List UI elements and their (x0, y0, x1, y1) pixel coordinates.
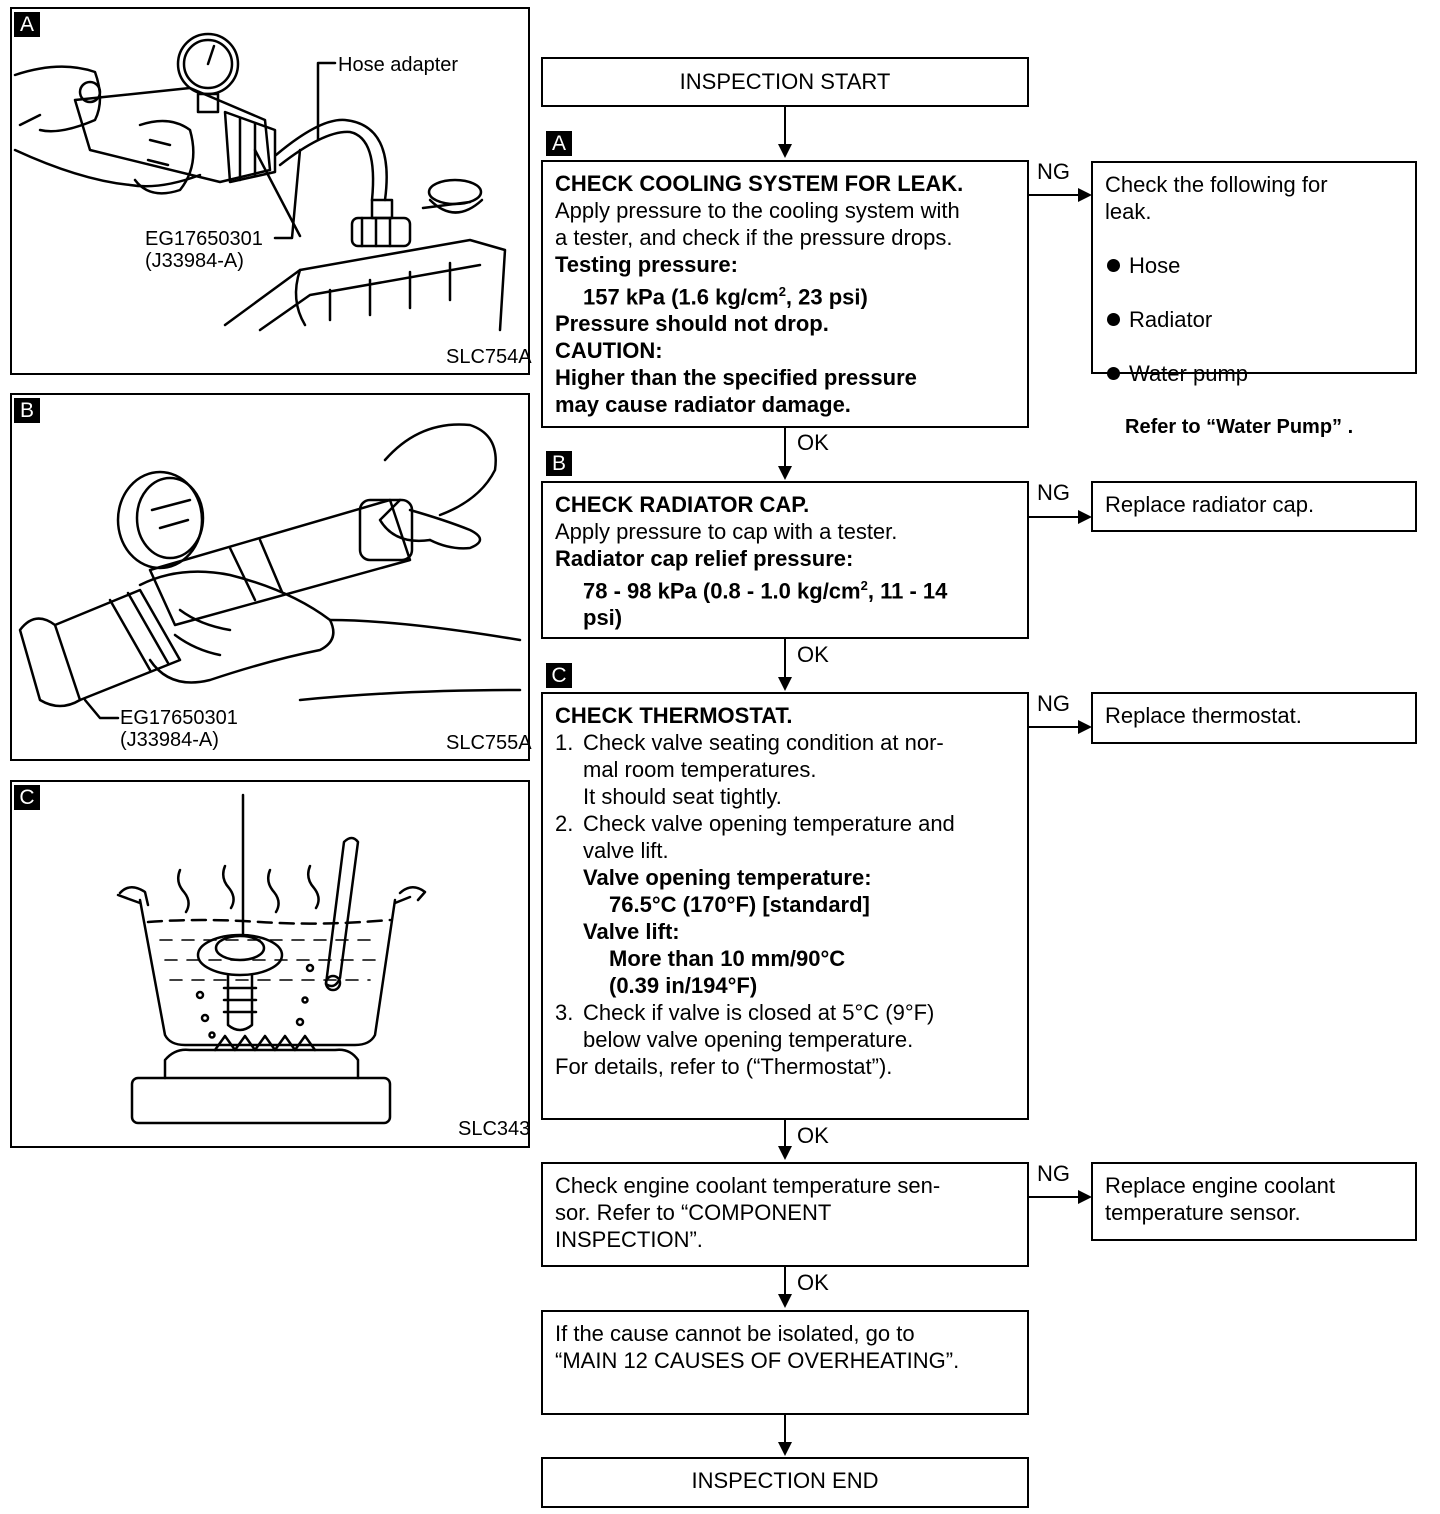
figure-b-tool-label: EG17650301 (J33984-A) (120, 707, 238, 751)
inspection-end-box: INSPECTION END (541, 1457, 1029, 1508)
figure-c-tag: C (14, 785, 40, 810)
step-c-item-1: 1. Check valve seating condition at nor-… (555, 729, 1015, 810)
step-a-caution-label: CAUTION: (555, 338, 663, 364)
step-c-spec2-label: Valve lift: (583, 919, 680, 944)
figure-b-tag: B (14, 398, 40, 423)
step-a-spec-sup: 2 (778, 284, 786, 299)
step-c-item-3-text: Check if valve is closed at 5°C (9°F) be… (583, 1000, 935, 1052)
step-a-spec-value-2: , 23 psi) (785, 284, 868, 310)
sensor-ng-label: NG (1037, 1161, 1070, 1186)
step-b-ng-box: Replace radiator cap. (1091, 481, 1417, 532)
figure-c-illustration (116, 793, 427, 1125)
step-c-item-2-text: Check valve opening temperature and valv… (583, 811, 955, 863)
step-c-spec1-value: 76.5°C (170°F) [standard] (609, 892, 870, 917)
step-a-caution-text: Higher than the specified pressure may c… (555, 365, 917, 418)
step-b-spec-sup: 2 (860, 578, 868, 593)
step-c-ng-action: Replace thermostat. (1105, 703, 1302, 728)
step-b-title: CHECK RADIATOR CAP. (555, 492, 810, 517)
step-a-ok-label: OK (797, 430, 829, 455)
step-c-title: CHECK THERMOSTAT. (555, 703, 793, 728)
step-a-ng-label: NG (1037, 159, 1070, 184)
figure-c-code: SLC343 (458, 1118, 531, 1140)
step-c-item-2: 2. Check valve opening temperature and v… (555, 810, 1015, 999)
step-c-details: For details, refer to (“Thermostat”). (555, 1054, 893, 1079)
flow-arrowheads (778, 144, 1092, 1456)
step-c-ok-label: OK (797, 1123, 829, 1148)
figure-b-panel (10, 393, 530, 761)
step-c-item-3: 3. Check if valve is closed at 5°C (9°F)… (555, 999, 1015, 1053)
step-c-item-1-text: Check valve seating condition at nor- ma… (583, 730, 944, 809)
step-a-spec-label: Testing pressure: (555, 252, 738, 277)
step-c-ng-label: NG (1037, 691, 1070, 716)
sensor-step-text: Check engine coolant temperature sen- so… (555, 1173, 941, 1252)
figure-a-tag: A (14, 12, 40, 37)
step-b-box: CHECK RADIATOR CAP. Apply pressure to ca… (541, 481, 1029, 639)
step-c-spec1-label: Valve opening temperature: (583, 865, 872, 890)
step-a-ng-box: Check the following for leak. Hose Radia… (1091, 161, 1417, 438)
sensor-step-box: Check engine coolant temperature sen- so… (541, 1162, 1029, 1267)
step-b-ng-action: Replace radiator cap. (1105, 492, 1315, 517)
step-a-ng-ref: Refer to “Water Pump” . (1125, 416, 1354, 438)
ng-item-radiator: Radiator (1105, 306, 1403, 333)
inspection-start-label: INSPECTION START (679, 69, 891, 94)
step-b-ng-label: NG (1037, 480, 1070, 505)
step-c-item-2-num: 2. (555, 811, 574, 836)
step-c-item-1-num: 1. (555, 730, 574, 755)
figure-a-code: SLC754A (446, 346, 532, 368)
step-c-box: CHECK THERMOSTAT. 1. Check valve seating… (541, 692, 1029, 1120)
step-b-tag: B (546, 451, 572, 476)
step-c-tag: C (546, 663, 572, 688)
sensor-ng-action: Replace engine coolant temperature senso… (1105, 1173, 1335, 1225)
cause-step-text: If the cause cannot be isolated, go to “… (555, 1321, 960, 1373)
step-b-spec-value-1: 78 - 98 kPa (0.8 - 1.0 kg/cm (583, 578, 861, 604)
step-b-spec-label: Radiator cap relief pressure: (555, 546, 854, 571)
step-a-ng-list: Hose Radiator Water pump (1105, 225, 1403, 414)
step-b-spec-value: 78 - 98 kPa (0.8 - 1.0 kg/cm2, 11 - 14 p… (555, 572, 1015, 631)
step-a-tag: A (546, 131, 572, 156)
sensor-ng-box: Replace engine coolant temperature senso… (1091, 1162, 1417, 1241)
cause-step-box: If the cause cannot be isolated, go to “… (541, 1310, 1029, 1415)
step-c-item-3-num: 3. (555, 1000, 574, 1025)
figure-a-panel (10, 7, 530, 375)
figure-b-illustration (18, 423, 522, 720)
step-b-spec-value-2: , 11 - 14 psi) (583, 578, 948, 631)
figure-b-code: SLC755A (446, 732, 532, 754)
step-a-spec-value: 157 kPa (1.6 kg/cm2, 23 psi) (555, 278, 1015, 310)
hose-adapter-label: Hose adapter (338, 54, 459, 76)
step-a-ng-title: Check the following for leak. (1105, 172, 1328, 224)
step-c-ng-box: Replace thermostat. (1091, 692, 1417, 744)
step-a-note: Pressure should not drop. (555, 311, 829, 337)
step-a-spec-value-1: 157 kPa (1.6 kg/cm (583, 284, 779, 310)
step-c-spec2-value: More than 10 mm/90°C (0.39 in/194°F) (609, 946, 846, 998)
inspection-start-box: INSPECTION START (541, 57, 1029, 107)
step-b-ok-label: OK (797, 642, 829, 667)
figure-c-panel (10, 780, 530, 1148)
step-c-item-2-body: Check valve opening temperature and valv… (583, 810, 955, 999)
step-a-text: Apply pressure to the cooling system wit… (555, 198, 960, 250)
sensor-ok-label: OK (797, 1270, 829, 1295)
figure-a-tool-label: EG17650301 (J33984-A) (145, 228, 263, 272)
figure-a-illustration (13, 32, 507, 332)
step-a-box: CHECK COOLING SYSTEM FOR LEAK. Apply pre… (541, 160, 1029, 428)
ng-item-hose: Hose (1105, 252, 1403, 279)
inspection-end-label: INSPECTION END (691, 1468, 879, 1493)
ng-item-water-pump: Water pump (1105, 360, 1403, 387)
step-a-title: CHECK COOLING SYSTEM FOR LEAK. (555, 171, 964, 196)
step-b-text: Apply pressure to cap with a tester. (555, 519, 898, 544)
